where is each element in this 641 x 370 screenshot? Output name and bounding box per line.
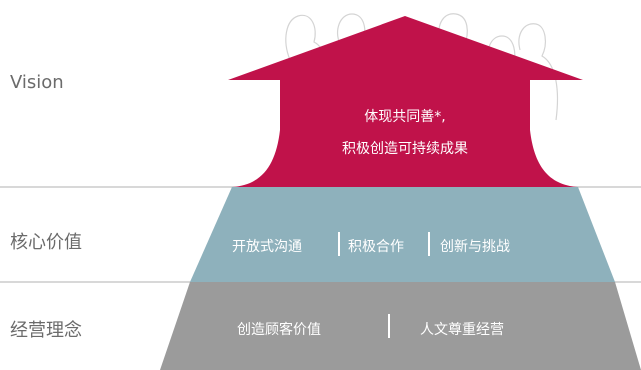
vision-arrow <box>228 16 583 187</box>
core-value-item-innovation: 创新与挑战 <box>440 239 510 255</box>
vision-line-1: 体现共同善*, <box>364 109 446 125</box>
vision-label: Vision <box>10 72 64 93</box>
core-value-item-cooperation: 积极合作 <box>348 239 404 255</box>
core-values-layer <box>190 187 615 282</box>
vision-line-2: 积极创造可持续成果 <box>342 141 468 157</box>
principles-layer <box>160 282 641 370</box>
principle-item-customer-value: 创造顾客价值 <box>237 322 321 338</box>
principles-separator <box>388 314 390 338</box>
core-values-separator-2 <box>428 232 430 256</box>
principles-label: 经营理念 <box>10 320 82 341</box>
core-value-item-communication: 开放式沟通 <box>232 239 302 255</box>
core-values-separator-1 <box>338 232 340 256</box>
principle-item-human-respect: 人文尊重经营 <box>420 322 504 338</box>
core-values-label: 核心价值 <box>10 232 82 253</box>
